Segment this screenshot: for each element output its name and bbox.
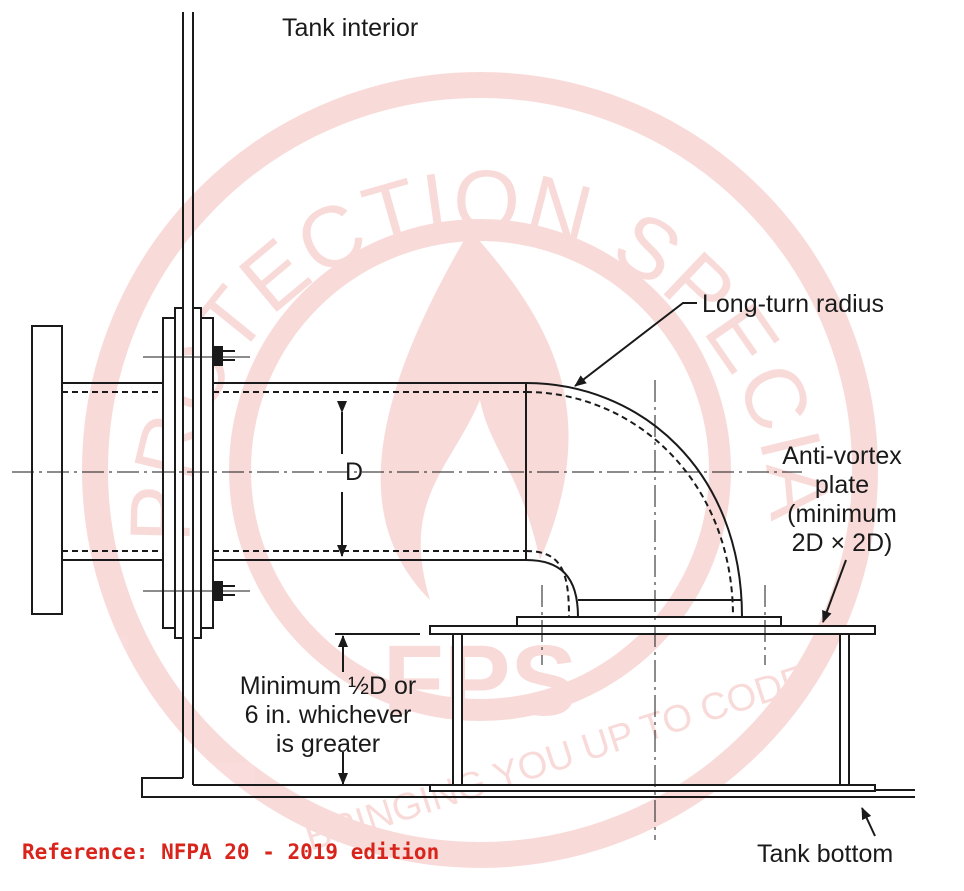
- label-minimum-line1: Minimum ½D or: [239, 672, 417, 700]
- label-tank-bottom: Tank bottom: [757, 840, 894, 868]
- label-minimum-line2: 6 in. whichever: [244, 701, 412, 729]
- label-diameter: D: [345, 458, 364, 486]
- label-anti-vortex-line4: 2D × 2D): [791, 529, 893, 557]
- label-anti-vortex-line2: plate: [814, 471, 870, 499]
- bolt-centerlines: [143, 356, 250, 592]
- reference-note: Reference: NFPA 20 - 2019 edition: [22, 840, 440, 864]
- wall-flange: [162, 307, 214, 639]
- long-turn-elbow: [525, 382, 743, 618]
- label-long-turn-radius: Long-turn radius: [702, 290, 885, 318]
- outlet-flange: [516, 616, 782, 627]
- clearance-dimension: [335, 633, 420, 785]
- centerlines: [12, 380, 802, 840]
- watermark-logo: FPS: [383, 625, 577, 737]
- label-anti-vortex-line3: (minimum: [787, 500, 897, 528]
- label-anti-vortex-line1: Anti-vortex: [782, 442, 902, 470]
- label-tank-interior: Tank interior: [282, 14, 419, 42]
- plate-supports: [429, 633, 876, 792]
- anti-vortex-plate: [429, 625, 876, 635]
- leader-arrows: [574, 302, 876, 837]
- label-minimum-line3: is greater: [275, 730, 381, 758]
- horizontal-pipe: [213, 382, 527, 561]
- tank-bottom-line: [142, 789, 915, 798]
- outer-flange: [31, 325, 63, 615]
- outer-pipe-stub: [62, 382, 170, 561]
